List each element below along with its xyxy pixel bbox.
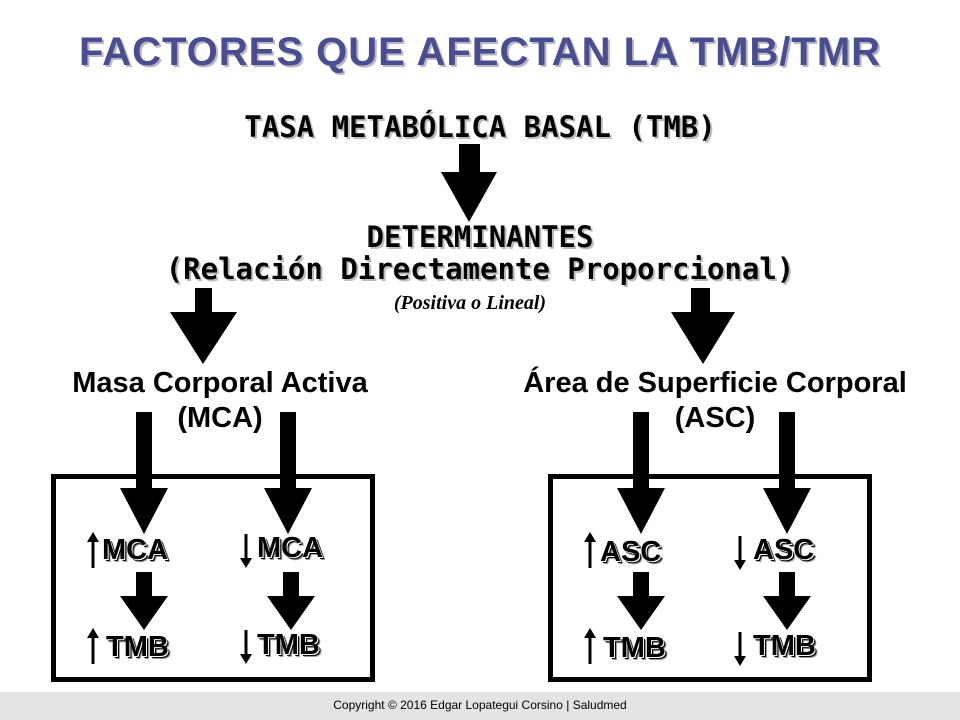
branch-asc-label: Área de Superficie Corporal (ASC) (480, 366, 950, 436)
mca-increase-tmb-indicator (87, 628, 99, 664)
mca-down-result-arrow (267, 572, 315, 630)
asc-up-incoming-arrow (617, 412, 665, 534)
asc-increase-indicator (584, 532, 596, 568)
asc-effects-box (548, 474, 872, 682)
right-branch-arrow (671, 288, 735, 364)
branch-mca-name: Masa Corporal Activa (72, 367, 368, 399)
relation-note: (Positiva o Lineal) (393, 292, 547, 314)
left-branch-arrow (170, 288, 237, 364)
mca-decrease-indicator (240, 534, 252, 568)
asc-down-incoming-arrow (763, 412, 811, 534)
branch-mca-label: Masa Corporal Activa (MCA) (20, 366, 420, 436)
branch-asc-abbr: (ASC) (674, 402, 756, 434)
asc-decrease-tmb-indicator (734, 632, 746, 666)
asc-decrease-label: ASC (753, 534, 815, 566)
mca-increase-indicator (87, 532, 99, 568)
asc-up-result-arrow (617, 572, 665, 630)
asc-down-result-arrow (763, 572, 811, 630)
mca-effects-box (51, 474, 375, 682)
relation-heading: (Relación Directamente Proporcional) (165, 252, 795, 286)
main-down-arrow (441, 144, 497, 222)
asc-increase-tmb-indicator (584, 628, 596, 664)
asc-decrease-indicator (734, 536, 746, 570)
mca-decrease-tmb-indicator (240, 630, 252, 664)
determinants-heading: DETERMINANTES (366, 220, 594, 254)
mca-increase-tmb-label: TMB (106, 631, 169, 663)
copyright-footer: Copyright © 2016 Edgar Lopategui Corsino… (0, 692, 960, 720)
mca-up-incoming-arrow (120, 412, 168, 534)
tmb-heading: TASA METABÓLICA BASAL (TMB) (244, 110, 716, 144)
mca-decrease-label: MCA (257, 532, 324, 564)
asc-increase-label: ASC (600, 536, 662, 568)
mca-increase-label: MCA (102, 534, 169, 566)
asc-increase-tmb-label: TMB (603, 632, 666, 664)
slide-title: FACTORES QUE AFECTAN LA TMB/TMR (78, 30, 882, 74)
branch-asc-name: Área de Superficie Corporal (523, 367, 907, 399)
mca-up-result-arrow (120, 572, 168, 630)
mca-decrease-tmb-label: TMB (257, 629, 320, 661)
mca-down-incoming-arrow (264, 412, 312, 534)
branch-mca-abbr: (MCA) (177, 402, 263, 434)
asc-decrease-tmb-label: TMB (753, 630, 816, 662)
